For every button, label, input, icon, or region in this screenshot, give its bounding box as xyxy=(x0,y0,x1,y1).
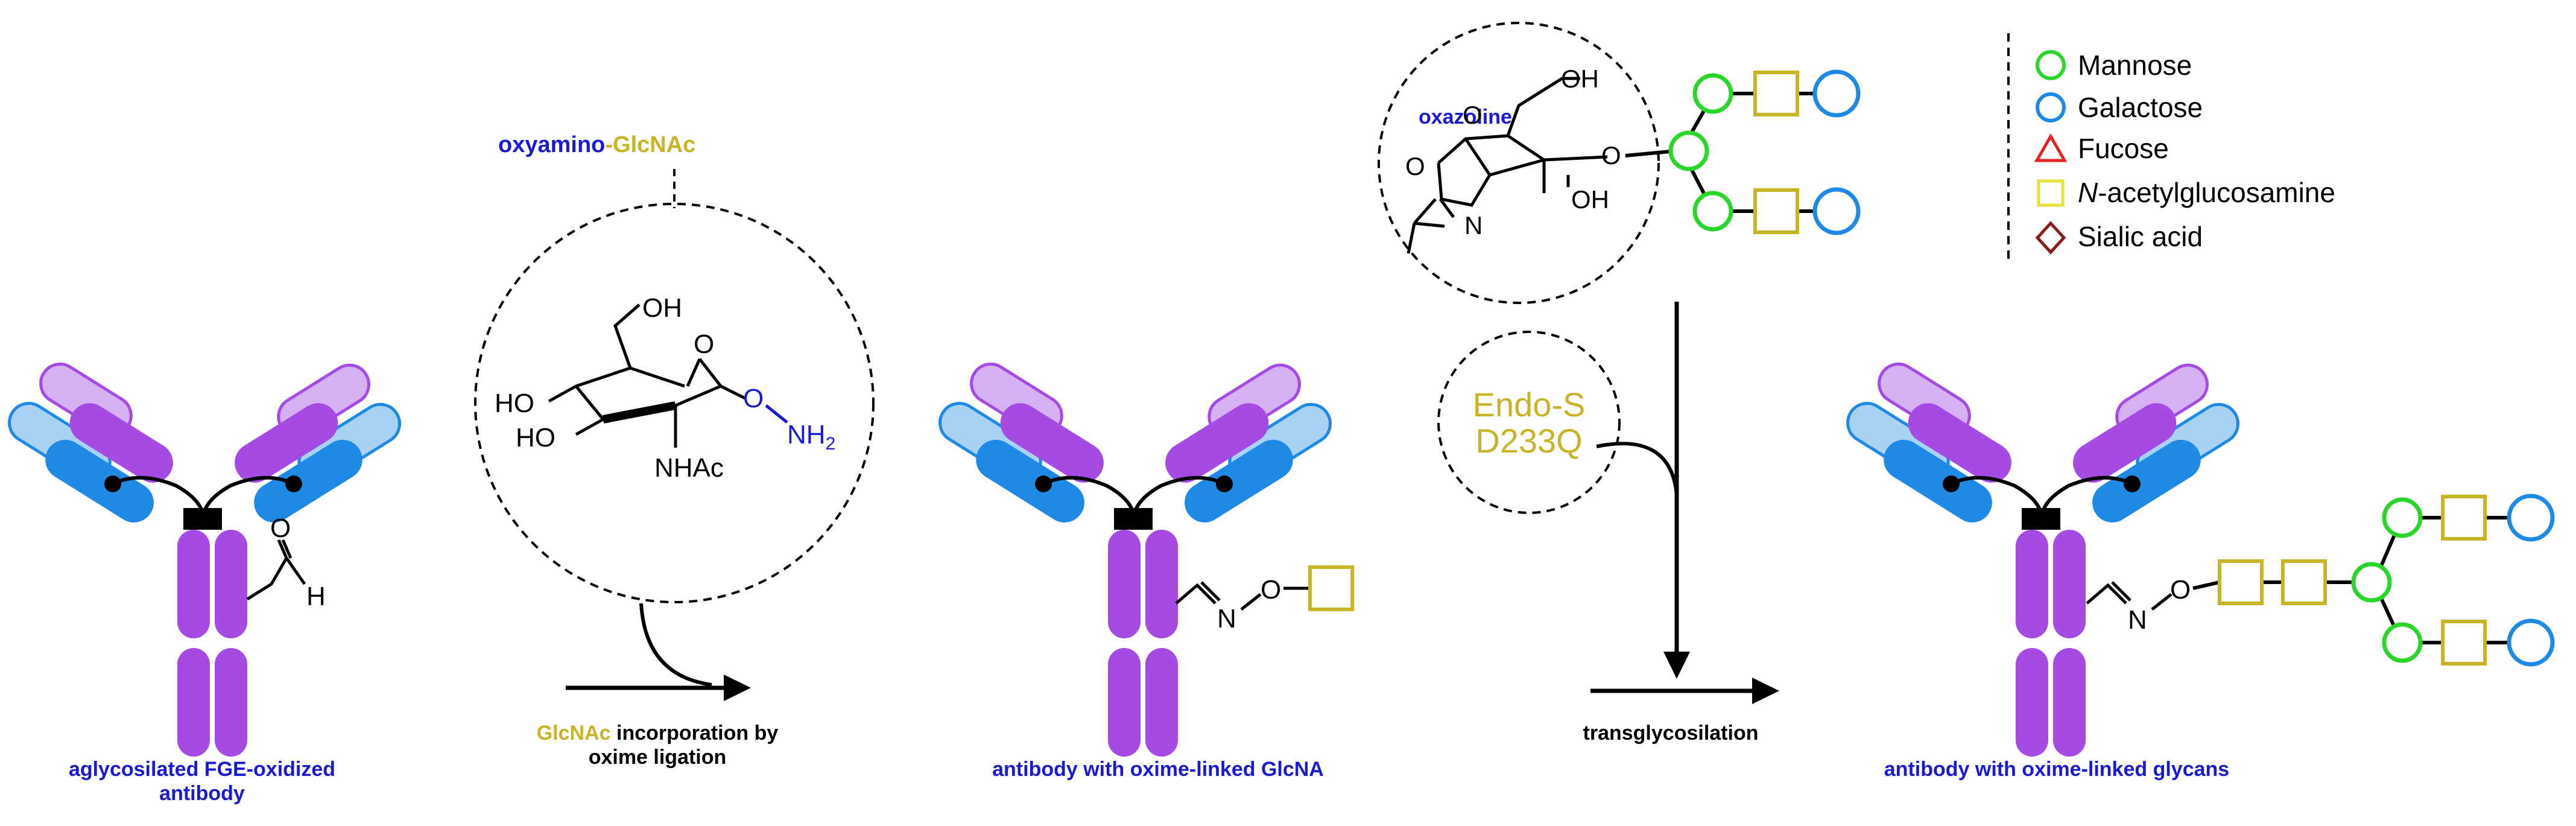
r1-ho-left: HO xyxy=(495,389,534,418)
caption-step-2: transglycosilation xyxy=(1583,722,1759,745)
enzyme-line1: Endo-S xyxy=(1473,386,1586,424)
fucose-triangle-icon xyxy=(2034,133,2068,162)
r1-oh-top: OH xyxy=(642,293,682,323)
mannose-core-3 xyxy=(2351,562,2392,603)
enzyme-line2: D233Q xyxy=(1475,422,1582,460)
galactose-circle-icon xyxy=(2036,92,2066,122)
mannose-upper xyxy=(1692,73,1733,114)
reagent-oxazoline-glycan: oxazoline O OH O OH N O xyxy=(1378,22,1861,304)
glcnac-lower-3 xyxy=(2441,620,2487,666)
r1-nhac: NHAc xyxy=(654,453,724,483)
reagent1-dashed-circle xyxy=(474,203,875,603)
mannose-circle-icon xyxy=(2036,50,2066,80)
reagent1-label: oxyamino-GlcNAc xyxy=(498,132,695,157)
caption-antibody-3: antibody with oxime-linked glycans xyxy=(1884,758,2230,781)
mannose-upper-3 xyxy=(2382,497,2423,538)
antibody-2: N O xyxy=(933,357,1354,757)
r2-ring-o: O xyxy=(1463,101,1483,129)
glcnac-lower xyxy=(1753,188,1799,234)
oxazoline-label: oxazoline xyxy=(1419,106,1512,129)
mannose-core xyxy=(1668,130,1709,171)
step2-arrow xyxy=(1590,302,1779,704)
r2-oh-lower: OH xyxy=(1571,185,1609,214)
glcnac-square-icon xyxy=(2037,179,2065,207)
legend-galactose-label: Galactose xyxy=(2078,92,2203,123)
antibody-1: O H xyxy=(2,357,407,757)
legend-fucose-label: Fucose xyxy=(2078,133,2169,164)
legend-sialic-acid-label: Sialic acid xyxy=(2078,221,2203,252)
sialic-acid-diamond-icon xyxy=(2035,221,2066,255)
r1-ring-o: O xyxy=(694,329,714,359)
legend-mannose-label: Mannose xyxy=(2078,49,2192,81)
glcnac-square-2 xyxy=(1308,565,1354,611)
caption-antibody-2: antibody with oxime-linked GlcNA xyxy=(992,758,1324,781)
antibody-3: N O xyxy=(1841,357,2555,757)
legend-glcnac-label: N-acetylglucosamine xyxy=(2078,177,2335,208)
mannose-lower-3 xyxy=(2382,622,2423,663)
galactose-lower xyxy=(1812,187,1861,235)
reagent-oxyamino-glcnac: oxyamino-GlcNAc OH O HO HO O NH2 NHAc xyxy=(474,132,875,603)
r1-ho-lower: HO xyxy=(516,423,555,453)
galactose-upper-3 xyxy=(2507,494,2555,542)
oxime-n-2: N xyxy=(1217,604,1236,634)
caption-step-1: GlcNAc incorporation by oxime ligation xyxy=(536,722,779,769)
r2-o-left: O xyxy=(1405,152,1425,180)
r1-o-link: O xyxy=(743,384,764,413)
galactose-lower-3 xyxy=(2507,618,2555,667)
enzyme-endo-s: Endo-S D233Q xyxy=(1437,331,1621,514)
r2-o-link: O xyxy=(1601,141,1621,170)
oxime-o-2: O xyxy=(1261,575,1281,605)
step1-arrow xyxy=(566,603,751,701)
reagent2-dashed-circle xyxy=(1378,22,1660,304)
glcnac-upper xyxy=(1753,71,1799,116)
r1-nh2: NH2 xyxy=(787,420,835,454)
glcnac-upper-3 xyxy=(2441,495,2487,541)
r2-oh-top: OH xyxy=(1561,65,1599,93)
aldehyde-h: H xyxy=(306,582,326,611)
aldehyde-o: O xyxy=(270,513,291,543)
caption-antibody-1: aglycosilated FGE-oxidized antibody xyxy=(68,758,336,805)
galactose-upper xyxy=(1812,69,1861,118)
r2-n: N xyxy=(1464,211,1483,240)
oxime-o-3: O xyxy=(2170,575,2191,605)
glcnac-core-1 xyxy=(2218,559,2264,605)
glcnac-core-2 xyxy=(2281,559,2327,605)
mannose-lower xyxy=(1692,191,1733,232)
oxime-n-3: N xyxy=(2128,605,2147,635)
legend xyxy=(2007,33,2068,259)
